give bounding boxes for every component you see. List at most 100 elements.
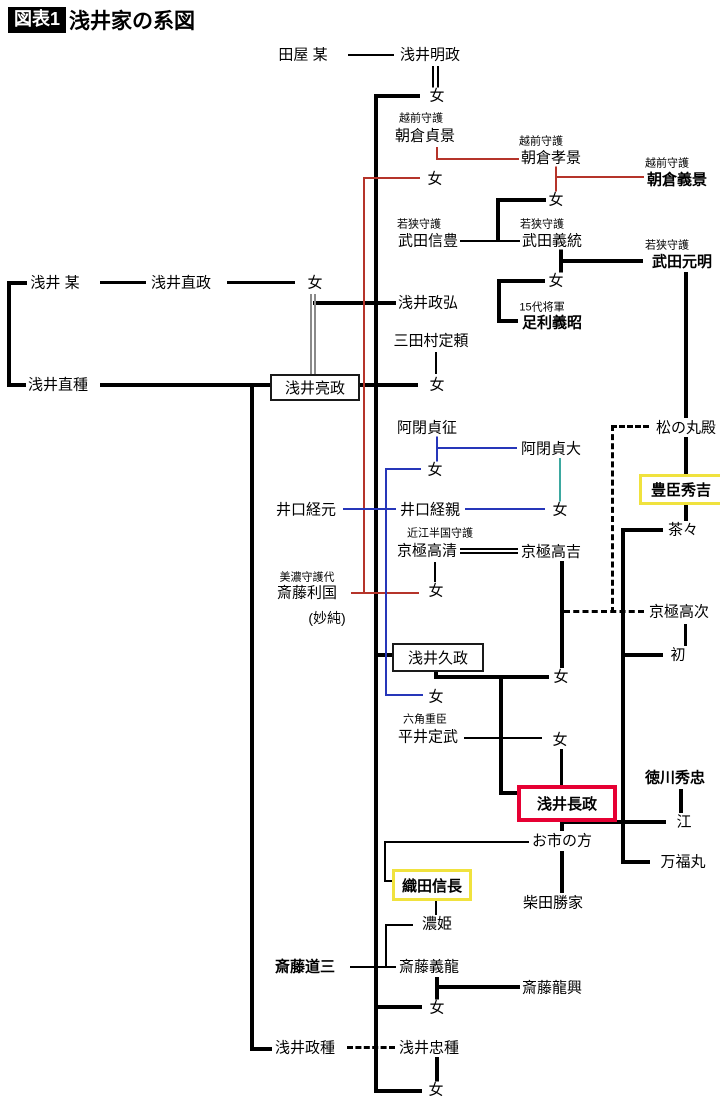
- node-asakura-yoshikage: 朝倉義景: [644, 171, 710, 189]
- red-connector-line: [555, 166, 557, 193]
- connector-line: [560, 749, 563, 787]
- dashed-connector-line: [347, 1046, 395, 1049]
- node-daughter: 女: [427, 999, 447, 1017]
- blue-connector-line: [343, 508, 396, 510]
- connector-line: [464, 737, 542, 739]
- node-toyotomi-hideyoshi: 豊臣秀吉: [639, 474, 720, 505]
- connector-line: [434, 675, 549, 679]
- connector-line: [460, 240, 520, 242]
- connector-line: [621, 653, 663, 657]
- node-saito-tatsuoki: 斎藤龍興: [519, 979, 585, 997]
- dashed-connector-line: [611, 425, 649, 428]
- connector-line: [7, 281, 27, 285]
- connector-line: [499, 675, 503, 795]
- node-kyogoku-takakiyo: 京極高清: [394, 542, 460, 560]
- connector-line: [497, 279, 545, 283]
- caption-15th-shogun: 15代将軍: [518, 301, 566, 314]
- connector-line: [559, 259, 643, 263]
- connector-line: [313, 301, 397, 305]
- node-daughter: 女: [546, 272, 566, 290]
- node-saito-toshikuni: 斎藤利国: [274, 584, 340, 602]
- node-manpukumaru: 万福丸: [658, 853, 708, 871]
- connector-line: [621, 528, 663, 532]
- dashed-connector-line: [611, 425, 614, 613]
- node-asai-naomasa: 浅井直政: [148, 274, 214, 292]
- connector-line: [497, 279, 501, 323]
- connector-line: [348, 54, 394, 56]
- node-asai-masatane: 浅井政種: [272, 1039, 338, 1057]
- caption-mino-shugodai: 美濃守護代: [278, 571, 336, 584]
- connector-line: [100, 383, 272, 387]
- node-asai-naotane: 浅井直種: [25, 376, 91, 394]
- connector-line: [384, 841, 386, 882]
- caption-echizen-shugo: 越前守護: [398, 112, 444, 125]
- connector-line: [684, 272, 688, 418]
- double-line: [432, 66, 434, 89]
- connector-line: [560, 561, 564, 668]
- connector-line: [374, 1089, 422, 1093]
- connector-line: [385, 924, 387, 968]
- node-matsunomaru: 松の丸殿: [653, 419, 719, 437]
- caption-echizen-shugo: 越前守護: [644, 157, 690, 170]
- node-takeda-nobutoyo: 武田信豊: [395, 232, 461, 250]
- node-kyogoku-takayoshi: 京極高吉: [518, 543, 584, 561]
- node-atsuji-sadahiro: 阿閉貞大: [518, 440, 584, 458]
- node-daughter: 女: [550, 501, 570, 519]
- connector-line: [435, 1057, 439, 1087]
- node-daughter: 女: [546, 191, 566, 209]
- blue-connector-line: [436, 436, 438, 468]
- node-hatsu: 初: [668, 646, 688, 664]
- node-kyogoku-takatsugu: 京極高次: [646, 603, 712, 621]
- figure-badge: 図表1: [8, 7, 67, 33]
- node-tokugawa-hidetada: 徳川秀忠: [642, 769, 708, 787]
- double-line: [310, 294, 312, 376]
- connector-line: [435, 977, 439, 1007]
- node-daughter: 女: [426, 688, 446, 706]
- red-connector-line: [363, 177, 365, 594]
- connector-line: [496, 198, 500, 242]
- node-saito-dosan: 斎藤道三: [272, 958, 338, 976]
- blue-connector-line: [385, 694, 423, 696]
- connector-line: [435, 985, 520, 989]
- connector-line: [434, 667, 438, 679]
- connector-line: [684, 437, 688, 475]
- node-daughter: 女: [427, 87, 447, 105]
- connector-line: [434, 562, 436, 582]
- connector-line: [499, 791, 519, 795]
- node-hirai-sadatake: 平井定武: [395, 728, 461, 746]
- connector-line: [385, 924, 413, 926]
- connector-line: [227, 281, 295, 284]
- caption-rokkaku-jushin: 六角重臣: [402, 713, 448, 726]
- blue-connector-line: [385, 468, 387, 696]
- node-mitamura-sadayori: 三田村定頼: [391, 332, 471, 350]
- node-daughter: 女: [426, 582, 446, 600]
- node-daughter: 女: [426, 1081, 446, 1099]
- node-asai-masahiro: 浅井政弘: [395, 294, 461, 312]
- connector-line: [7, 281, 11, 387]
- connector-line: [384, 880, 394, 882]
- node-asai-nagamasa: 浅井長政: [517, 785, 617, 822]
- node-daughter: 女: [305, 274, 325, 292]
- red-connector-line: [363, 177, 420, 179]
- node-go: 江: [674, 813, 694, 831]
- connector-line: [350, 966, 396, 968]
- caption-wakasa-shugo: 若狭守護: [644, 239, 690, 252]
- node-ashikaga-yoshiaki: 足利義昭: [519, 314, 585, 332]
- node-asai-hisamasa: 浅井久政: [392, 643, 484, 672]
- red-connector-line: [436, 147, 438, 160]
- double-line: [460, 548, 518, 550]
- connector-line: [100, 281, 146, 284]
- node-asakura-sadakage: 朝倉貞景: [392, 127, 458, 145]
- double-line: [437, 66, 439, 89]
- node-nohime: 濃姫: [419, 915, 455, 933]
- node-iguchi-tsunemoto: 井口経元: [273, 501, 339, 519]
- node-asai-akimasa: 浅井明政: [397, 46, 463, 64]
- connector-line: [250, 383, 254, 1051]
- blue-connector-line: [436, 447, 517, 449]
- caption-echizen-shugo: 越前守護: [518, 135, 564, 148]
- node-asai-bou: 浅井 某: [28, 274, 82, 292]
- connector-line: [560, 851, 564, 893]
- blue-connector-line: [385, 468, 421, 470]
- red-connector-line: [555, 176, 644, 178]
